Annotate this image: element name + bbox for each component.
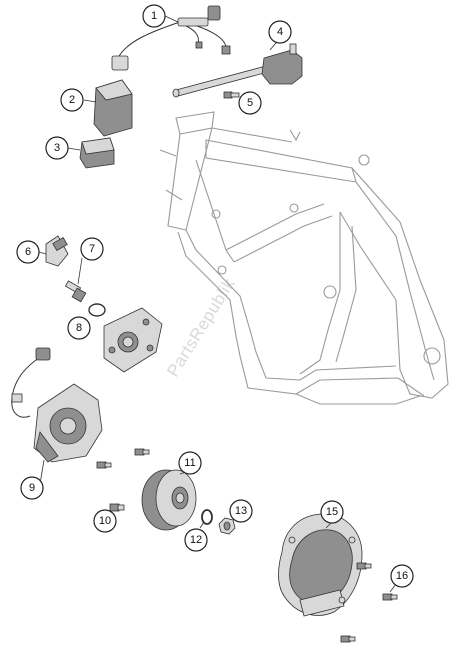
svg-text:1: 1 (151, 10, 157, 22)
spark-plug (64, 257, 87, 303)
washer (199, 509, 213, 529)
callout-6: 6 (16, 240, 40, 264)
svg-text:2: 2 (69, 94, 75, 106)
svg-text:15: 15 (326, 506, 338, 518)
svg-text:3: 3 (54, 142, 60, 154)
callout-9: 9 (20, 476, 44, 500)
callout-1: 1 (142, 4, 166, 28)
wiring-harness (111, 5, 231, 71)
nut (218, 517, 236, 535)
ignition-coil (172, 37, 303, 98)
rubber-holder (67, 137, 115, 169)
watermark: PartsRepublik (163, 275, 239, 380)
svg-text:6: 6 (25, 246, 31, 258)
ignition-cover (278, 513, 363, 617)
svg-text:16: 16 (396, 570, 408, 582)
svg-text:10: 10 (99, 515, 111, 527)
cdi-unit (83, 79, 133, 137)
spark-plug-cap (38, 235, 69, 267)
callout-5: 5 (238, 91, 262, 115)
callout-4: 4 (268, 20, 292, 44)
callout-3: 3 (45, 136, 69, 160)
svg-text:4: 4 (277, 26, 283, 38)
callout-13: 13 (229, 499, 253, 523)
seal-ring (88, 303, 106, 317)
svg-text:9: 9 (29, 482, 35, 494)
callout-12: 12 (184, 528, 208, 552)
callout-15: 15 (320, 500, 344, 524)
callout-16: 16 (390, 564, 414, 588)
callout-10: 10 (93, 509, 117, 533)
svg-text:7: 7 (89, 243, 95, 255)
flywheel-rotor (141, 469, 197, 531)
svg-text:13: 13 (235, 505, 247, 517)
stator (11, 347, 103, 485)
callout-7: 7 (80, 237, 104, 261)
motorcycle-frame (159, 111, 449, 405)
callout-2: 2 (60, 88, 84, 112)
stator-bolts (96, 448, 150, 469)
callout-8: 8 (67, 316, 91, 340)
cylinder-head (103, 307, 163, 373)
svg-text:5: 5 (247, 97, 253, 109)
svg-text:11: 11 (184, 457, 195, 469)
svg-text:8: 8 (76, 322, 82, 334)
callout-11: 11 (178, 451, 202, 475)
cover-bolts (340, 562, 398, 643)
svg-text:12: 12 (190, 534, 202, 546)
